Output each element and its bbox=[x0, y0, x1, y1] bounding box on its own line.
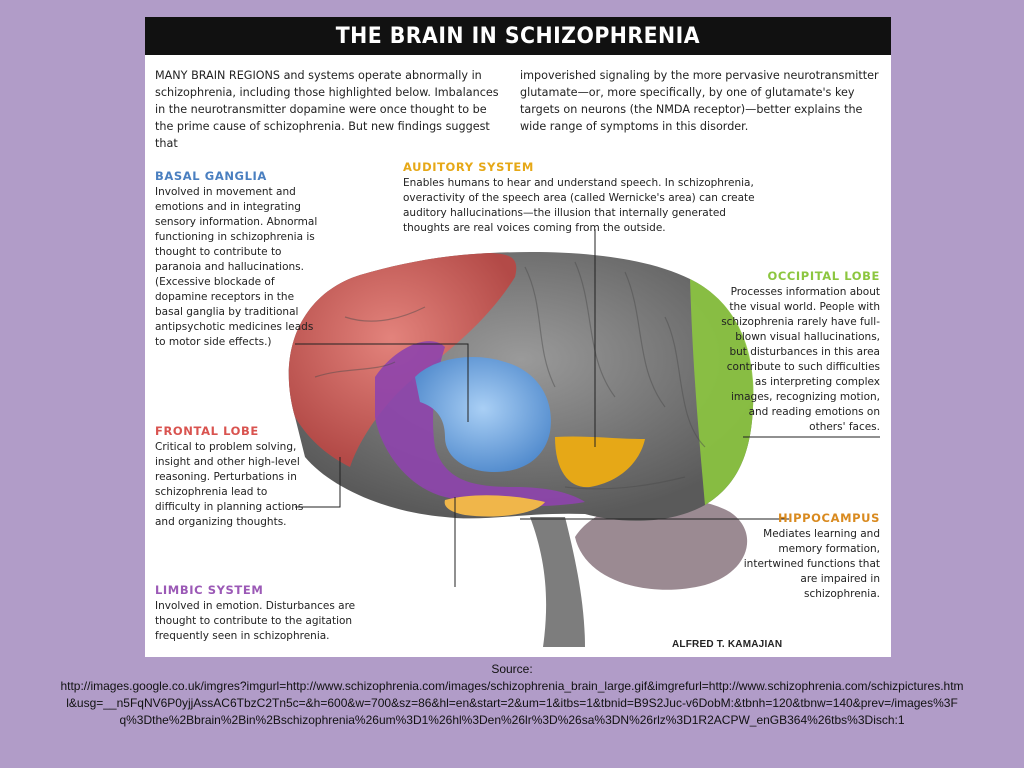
figure-title: THE BRAIN IN SCHIZOPHRENIA bbox=[335, 23, 701, 49]
limbic-system-text: Involved in emotion. Disturbances are th… bbox=[155, 600, 356, 642]
brain-stem bbox=[530, 517, 585, 647]
gyri-lines bbox=[314, 261, 706, 490]
title-bar: THE BRAIN IN SCHIZOPHRENIA bbox=[145, 17, 891, 55]
occipital-lobe-label: OCCIPITAL LOBE bbox=[767, 269, 880, 283]
limbic-system-label: LIMBIC SYSTEM bbox=[155, 583, 264, 597]
hippocampus-region bbox=[444, 495, 545, 517]
auditory-region bbox=[555, 436, 645, 488]
basal-ganglia-label: BASAL GANGLIA bbox=[155, 169, 267, 183]
illustrator-credit: ALFRED T. KAMAJIAN bbox=[672, 639, 783, 650]
hippocampus-label: HIPPOCAMPUS bbox=[778, 511, 880, 525]
source-citation: Source: http://images.google.co.uk/imgre… bbox=[60, 661, 964, 729]
occipital-lobe-text: Processes information about the visual w… bbox=[721, 286, 880, 433]
occipital-lobe-region bbox=[690, 279, 754, 505]
cerebellum bbox=[575, 498, 748, 590]
leader-lines bbox=[295, 229, 880, 587]
intro-text-right: impoverished signaling by the more perva… bbox=[520, 69, 879, 133]
source-label: Source: bbox=[491, 662, 533, 676]
figure-panel: THE BRAIN IN SCHIZOPHRENIA MANY BRAIN RE… bbox=[145, 17, 891, 657]
source-link[interactable]: http://images.google.co.uk/imgres?imgurl… bbox=[60, 679, 964, 727]
frontal-lobe-label: FRONTAL LOBE bbox=[155, 424, 259, 438]
brain-illustration bbox=[288, 229, 880, 647]
hippocampus-text: Mediates learning and memory formation, … bbox=[743, 528, 880, 600]
basal-ganglia-region bbox=[415, 357, 551, 472]
auditory-system-label: AUDITORY SYSTEM bbox=[403, 160, 534, 174]
frontal-lobe-text: Critical to problem solving, insight and… bbox=[155, 441, 304, 528]
basal-ganglia-text: Involved in movement and emotions and in… bbox=[155, 186, 318, 348]
auditory-system-text: Enables humans to hear and understand sp… bbox=[403, 177, 755, 234]
intro-text-left: MANY BRAIN REGIONS and systems operate a… bbox=[155, 69, 499, 150]
